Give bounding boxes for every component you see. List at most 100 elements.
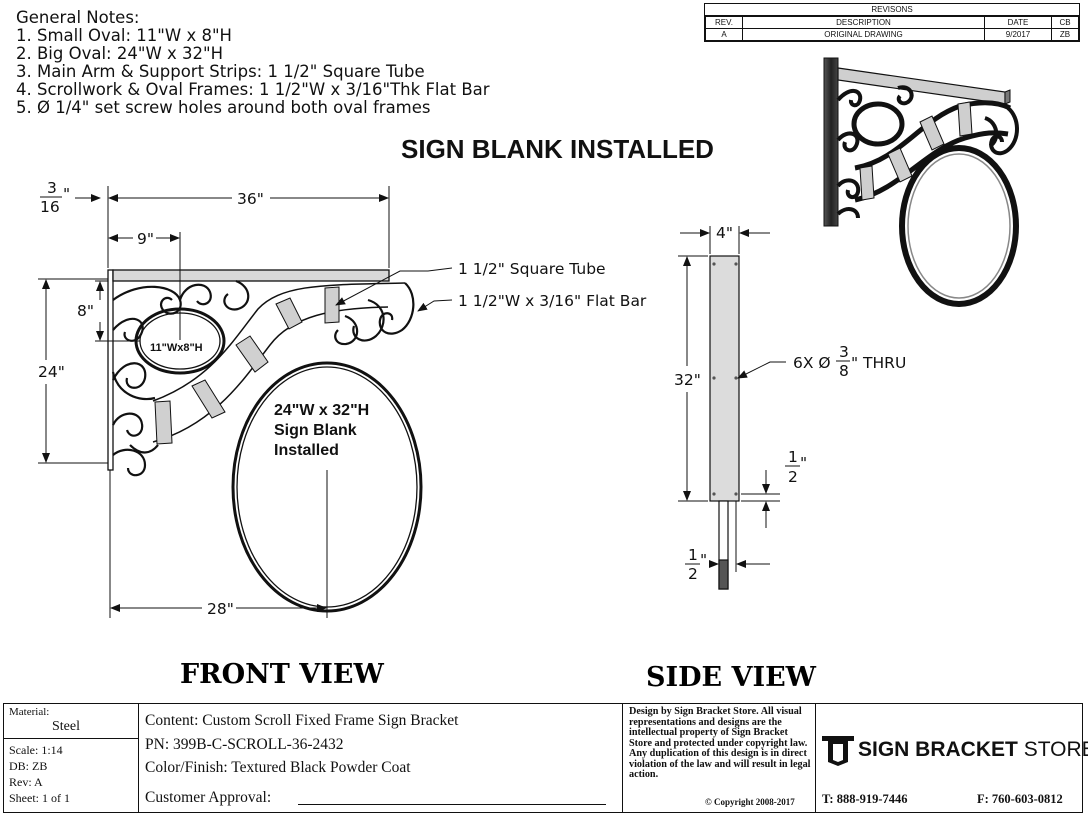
front-view-dimensions <box>38 186 453 618</box>
mount-hole <box>734 492 738 496</box>
side-view-dimensions <box>678 226 786 572</box>
mount-hole <box>734 262 738 266</box>
half-bottom-unit: " <box>700 551 707 569</box>
scroll <box>112 317 144 342</box>
material-value: Steel <box>52 719 80 734</box>
drawing-canvas: 3 16 " 36" 9" 8" 24" 28" 11"Wx8"H 24"W x… <box>38 57 1019 693</box>
material-label: Material: <box>9 706 50 718</box>
phone-number: T: 888-919-7446 <box>822 792 908 806</box>
holes-suffix: " THRU <box>851 354 906 372</box>
scroll <box>129 444 159 454</box>
wall-plate <box>107 269 114 471</box>
logo-light: STORE <box>1023 738 1088 761</box>
logo-bold: SIGN BRACKET <box>858 738 1018 761</box>
part-number: PN: 399B-C-SCROLL-36-2432 <box>145 735 344 753</box>
scroll <box>112 362 147 389</box>
sign-bracket-logo-icon <box>822 736 854 766</box>
side-dim-height: 32" <box>674 371 701 389</box>
sheet-text: Sheet: 1 of 1 <box>9 791 70 805</box>
dim-thickness-den: 16 <box>40 198 60 216</box>
dim-small-height: 8" <box>77 302 94 320</box>
half-bottom-num: 1 <box>688 546 698 564</box>
cb-cell: ZB <box>1051 28 1079 41</box>
scroll <box>178 283 212 306</box>
scroll <box>112 448 147 477</box>
content-info: Content: Custom Scroll Fixed Frame Sign … <box>145 709 458 780</box>
big-oval-label-line2: Sign Blank <box>274 422 357 439</box>
notes-title: General Notes: <box>16 8 140 27</box>
side-dim-width: 4" <box>716 224 733 242</box>
front-view-drawing <box>107 269 423 613</box>
approval-signature-line[interactable] <box>298 804 606 805</box>
scale-text: Scale: 1:14 <box>9 743 63 757</box>
legal-cell: Design by Sign Bracket Store. All visual… <box>622 704 816 812</box>
material-cell: Material: Steel Scale: 1:14 DB: ZB Rev: … <box>4 704 139 812</box>
general-notes: General Notes: 1. Small Oval: 11"W x 8"H… <box>16 9 490 117</box>
half-right-num: 1 <box>788 448 798 466</box>
small-oval-label: 11"Wx8"H <box>150 342 203 354</box>
note-item: 5. Ø 1/4" set screw holes around both ov… <box>16 98 431 117</box>
render-small-oval <box>851 101 905 147</box>
customer-approval-label: Customer Approval: <box>145 789 272 806</box>
dim-length: 36" <box>237 190 264 208</box>
scroll <box>334 314 359 346</box>
half-bottom-den: 2 <box>688 565 698 583</box>
support-strip <box>275 297 303 330</box>
content-cell: Content: Custom Scroll Fixed Frame Sign … <box>138 704 623 812</box>
side-view-label: SIDE VIEW <box>646 662 817 693</box>
holes-prefix: 6X Ø <box>793 354 831 372</box>
holes-den: 8 <box>839 362 849 380</box>
revisions-caption: REVISONS <box>705 4 1079 16</box>
scroll <box>112 412 144 437</box>
revisions-table: REVISONS REV. DESCRIPTION DATE CB A ORIG… <box>704 3 1080 42</box>
db-text: DB: ZB <box>9 759 48 773</box>
fax-number: F: 760-603-0812 <box>977 792 1063 806</box>
render-big-oval <box>899 145 1019 307</box>
scroll <box>378 282 415 335</box>
note-item: 3. Main Arm & Support Strips: 1 1/2" Squ… <box>16 62 425 81</box>
dim-thickness-num: 3 <box>47 179 57 197</box>
mount-hole <box>712 492 716 496</box>
support-strip <box>324 286 340 324</box>
mount-hole <box>712 262 716 266</box>
holes-num: 3 <box>839 343 849 361</box>
support-strip <box>191 379 226 419</box>
half-right-den: 2 <box>788 468 798 486</box>
callout-flat-bar: 1 1/2"W x 3/16" Flat Bar <box>458 292 647 310</box>
legal-notice: Design by Sign Bracket Store. All visual… <box>629 706 811 780</box>
callout-square-tube: 1 1/2" Square Tube <box>458 260 606 278</box>
scroll <box>112 285 182 315</box>
main-arm <box>112 269 390 282</box>
side-view-drawing <box>709 255 740 590</box>
support-strip <box>154 400 173 445</box>
front-view-label: FRONT VIEW <box>180 659 384 690</box>
render-wall-plate <box>823 57 839 227</box>
scroll <box>352 298 385 342</box>
company-logo-text: SIGN BRACKET STORE <box>858 738 1088 762</box>
drawing-heading: SIGN BLANK INSTALLED <box>401 134 714 164</box>
rev-text: Rev: A <box>9 775 43 789</box>
drawing-meta: Scale: 1:14 DB: ZB Rev: A Sheet: 1 of 1 <box>9 742 70 806</box>
copyright-text: © Copyright 2008-2017 <box>705 797 795 807</box>
finish-text: Color/Finish: Textured Black Powder Coat <box>145 759 411 776</box>
dim-height: 24" <box>38 363 65 381</box>
dim-offset: 9" <box>137 230 154 248</box>
render-arm <box>837 67 1006 105</box>
note-item: 4. Scrollwork & Oval Frames: 1 1/2"W x 3… <box>16 80 490 99</box>
big-oval-label-line1: 24"W x 32"H <box>274 402 369 419</box>
half-right-unit: " <box>800 454 807 472</box>
note-item: 1. Small Oval: 11"W x 8"H <box>16 26 232 45</box>
isometric-render <box>823 57 1019 307</box>
mount-hole <box>734 376 738 380</box>
title-block: Material: Steel Scale: 1:14 DB: ZB Rev: … <box>3 703 1083 813</box>
content-text: Content: Custom Scroll Fixed Frame Sign … <box>145 712 459 729</box>
scroll <box>223 279 250 311</box>
scroll <box>111 371 156 401</box>
mount-hole <box>712 376 716 380</box>
big-oval-label-line3: Installed <box>274 442 339 459</box>
s-band <box>152 282 406 402</box>
note-item: 2. Big Oval: 24"W x 32"H <box>16 44 224 63</box>
dim-thickness-unit: " <box>63 185 70 203</box>
dim-width: 28" <box>207 600 234 618</box>
support-strip <box>235 335 269 373</box>
